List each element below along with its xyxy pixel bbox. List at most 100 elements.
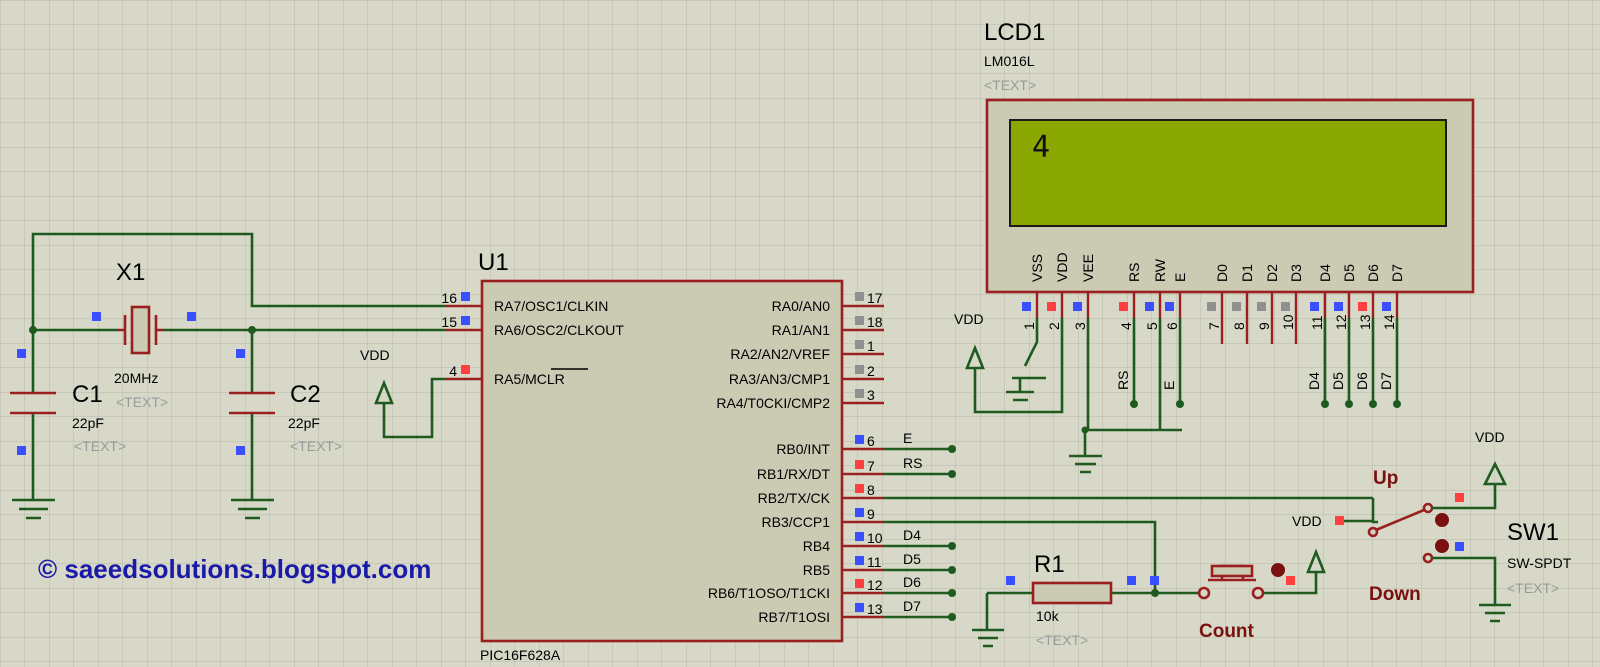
lcd-pin-name: E — [1172, 273, 1188, 282]
lcd-pin-name: D2 — [1264, 264, 1280, 282]
mcu-right-pin-name: RA3/AN3/CMP1 — [729, 371, 830, 387]
count-button[interactable]: Count — [1150, 548, 1326, 642]
mclr-vdd-label: VDD — [360, 347, 390, 363]
capacitor-c2[interactable]: C2 22pF <TEXT> — [229, 349, 342, 520]
mcu-right-pin-name: RA1/AN1 — [772, 322, 831, 338]
lcd-pin-name: VDD — [1054, 252, 1070, 282]
lcd-pin-name: RS — [1126, 263, 1142, 282]
lcd-pin-number: 13 — [1357, 314, 1373, 330]
pin-state-marker — [855, 316, 864, 325]
mcu-left-pin-name: RA5/MCLR — [494, 371, 565, 387]
pin-state-marker — [1232, 302, 1241, 311]
lcd-pin-number: 12 — [1333, 314, 1349, 330]
capacitor-c1[interactable]: C1 22pF <TEXT> — [10, 349, 126, 520]
portb-net-label: D7 — [903, 598, 921, 614]
pin-state-marker — [1334, 302, 1343, 311]
lcd-pin-name: D3 — [1288, 264, 1304, 282]
sw1-part: SW-SPDT — [1507, 555, 1572, 571]
lcd-supply-wiring: VDD — [954, 311, 1182, 474]
mcu-right-pin-number: 11 — [867, 554, 882, 570]
mcu-right-pin-number: 6 — [867, 433, 875, 449]
mcu-right-pin-number: 12 — [867, 577, 883, 593]
pin-state-marker — [1358, 302, 1367, 311]
mcu-right-pin-name: RA2/AN2/VREF — [730, 346, 830, 362]
portb-net-label: RS — [903, 455, 922, 471]
lcd-control-lines: RS E D4 D5 D6 D7 — [1115, 318, 1401, 408]
lcd-pin-number: 10 — [1280, 314, 1296, 330]
lcd-pin-row: VSS1VDD2VEE3RS4RW5E6D07D18D29D310D411D51… — [1021, 252, 1405, 344]
mcu-right-pins: 17RA0/AN018RA1/AN11RA2/AN2/VREF2RA3/AN3/… — [708, 290, 884, 625]
lcd-pin-number: 1 — [1021, 322, 1037, 330]
switch-sw1[interactable]: VDD VDD Up Down SW1 SW-SPDT <TEXT> — [1292, 429, 1572, 623]
pin-state-marker — [855, 532, 864, 541]
mcu-right-pin-number: 1 — [867, 338, 875, 354]
mcu-left-pin-name: RA7/OSC1/CLKIN — [494, 298, 608, 314]
pin-state-marker — [855, 484, 864, 493]
portb-net-label: D6 — [903, 574, 921, 590]
c2-designator: C2 — [290, 381, 321, 408]
crystal-x1[interactable]: X1 20MHz <TEXT> — [92, 259, 196, 410]
lcd-pin-number: 3 — [1072, 322, 1088, 330]
sw1-top-vdd: VDD — [1475, 429, 1505, 445]
lcd-vdd-label: VDD — [954, 311, 984, 327]
mcu-right-pin-number: 7 — [867, 458, 875, 474]
mcu-right-pin-name: RB1/RX/DT — [757, 466, 831, 482]
mcu-right-pin-name: RB5 — [803, 562, 830, 578]
lcd-screen — [1009, 119, 1447, 227]
lcd-net-e: E — [1161, 381, 1177, 390]
lcd-pin-number: 14 — [1381, 314, 1397, 330]
lcd-net-rs: RS — [1115, 371, 1131, 390]
pin-state-marker — [855, 508, 864, 517]
mcu-right-pin-number: 10 — [867, 530, 883, 546]
sw1-down-label: Down — [1369, 584, 1421, 605]
oscillator-section: X1 20MHz <TEXT> C1 22pF <TEXT> C2 22pF <… — [10, 232, 446, 520]
lcd-net-d7: D7 — [1378, 372, 1394, 390]
pin-state-marker — [1281, 302, 1290, 311]
c2-placeholder: <TEXT> — [290, 438, 342, 454]
c1-placeholder: <TEXT> — [74, 438, 126, 454]
mcu-right-pin-name: RB3/CCP1 — [762, 514, 831, 530]
lcd-net-d4: D4 — [1306, 372, 1322, 390]
lcd-component[interactable]: LCD1 LM016L <TEXT> 4 VSS1VDD2VEE3RS4RW5E… — [984, 19, 1475, 344]
mcu-left-pin-number: 16 — [441, 290, 457, 306]
pin-state-marker — [855, 579, 864, 588]
mcu-right-pin-number: 13 — [867, 601, 883, 617]
lcd-pin-name: D6 — [1365, 264, 1381, 282]
lcd-pin-name: RW — [1152, 258, 1168, 282]
mcu-right-pin-number: 3 — [867, 387, 875, 403]
pin-state-marker — [1207, 302, 1216, 311]
lcd-display-text: 4 — [1032, 130, 1050, 165]
portb-net-label: D4 — [903, 527, 921, 543]
sw1-up-label: Up — [1373, 468, 1398, 489]
pin-state-marker — [855, 340, 864, 349]
portb-net-label: D5 — [903, 551, 921, 567]
lcd-pin-number: 8 — [1231, 322, 1247, 330]
lcd-pin-number: 2 — [1046, 322, 1062, 330]
pin-state-marker — [461, 316, 470, 325]
pin-state-marker — [461, 365, 470, 374]
lcd-pin-name: D4 — [1317, 264, 1333, 282]
mcu-right-pin-name: RA0/AN0 — [772, 298, 831, 314]
watermark-text: © saeedsolutions.blogspot.com — [38, 554, 431, 584]
lcd-pin-name: D5 — [1341, 264, 1357, 282]
mcu-right-pin-number: 18 — [867, 314, 883, 330]
crystal-designator: X1 — [116, 259, 145, 286]
mcu-right-pin-number: 9 — [867, 506, 875, 522]
pin-state-marker — [1310, 302, 1319, 311]
lcd-pin-name: VEE — [1080, 254, 1096, 282]
r1-designator: R1 — [1034, 551, 1065, 578]
pin-state-marker — [855, 292, 864, 301]
resistor-r1[interactable]: R1 10k <TEXT> — [972, 551, 1196, 648]
lcd-pin-number: 9 — [1256, 322, 1272, 330]
lcd-pin-number: 11 — [1309, 315, 1325, 330]
pin-state-marker — [1047, 302, 1056, 311]
mcu-right-pin-name: RB0/INT — [776, 441, 830, 457]
mcu-right-pin-name: RA4/T0CKI/CMP2 — [716, 395, 830, 411]
lcd-pin-name: D7 — [1389, 264, 1405, 282]
pin-state-marker — [1073, 302, 1082, 311]
mcu-left-pin-number: 15 — [441, 314, 457, 330]
pin-state-marker — [1145, 302, 1154, 311]
